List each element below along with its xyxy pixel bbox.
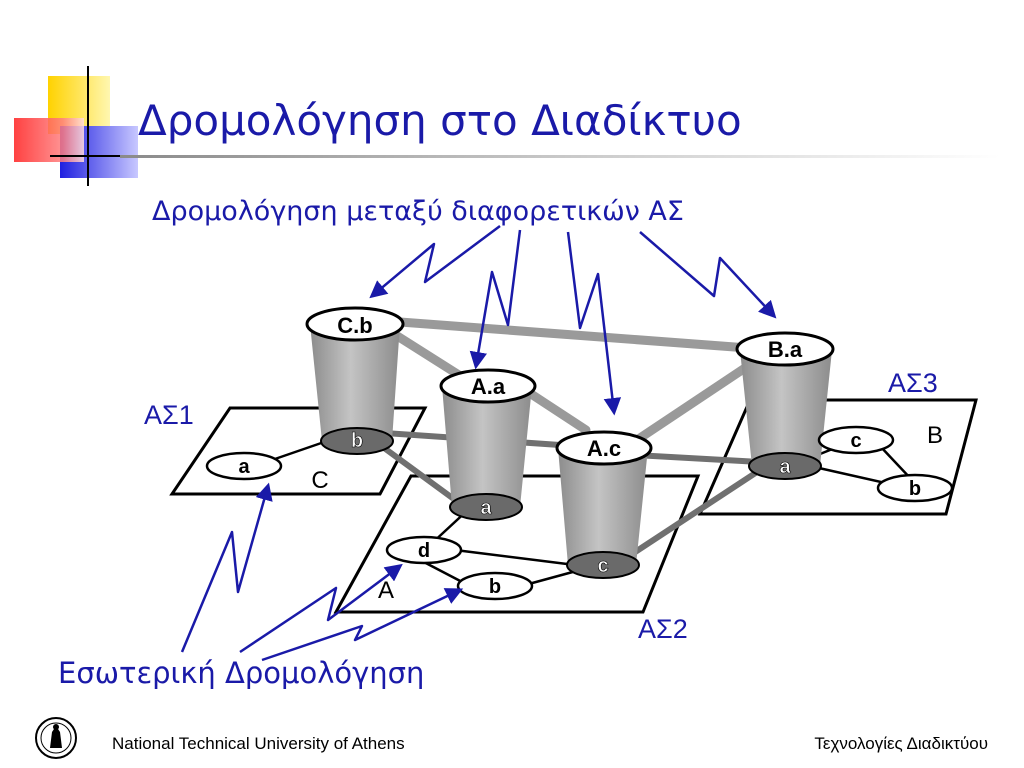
internal-routers (205, 425, 954, 601)
as2-inner-label: A (378, 577, 394, 604)
node-label-as3-c: c (850, 430, 861, 452)
node-label-as3-a: a (779, 456, 791, 478)
node-label-as2-b: b (489, 576, 501, 598)
slide-title: Δρομολόγηση στο Διαδίκτυο (138, 96, 742, 145)
title-underline (120, 155, 1000, 158)
as1-inner-label: C (311, 467, 328, 494)
gateway-label-cb: C.b (337, 313, 372, 338)
node-label-as1-a: a (238, 456, 250, 478)
gateway-router-cb (305, 306, 405, 455)
intra-as-arrows (180, 482, 464, 662)
gateway-label-aa: A.a (471, 374, 506, 399)
footer-university-name: National Technical University of Athens (112, 734, 405, 753)
gateway-router-aa (439, 368, 537, 521)
node-label-as2-d: d (418, 540, 430, 562)
as3-label: ΑΣ3 (888, 368, 938, 398)
footer-course-name: Τεχνολογίες Διαδικτύου (814, 734, 988, 753)
node-label-as1-b: b (351, 430, 363, 452)
inter-as-links (375, 317, 765, 443)
gateway-router-ba (735, 331, 835, 480)
inter-as-arrows (369, 224, 777, 416)
bottom-label-intra-as-routing: Εσωτερική Δρομολόγηση (58, 656, 425, 690)
lower-inter-as-links (367, 429, 763, 565)
corner-decoration (14, 66, 138, 186)
gateway-router-ac (555, 430, 653, 579)
as3-inner-label: B (927, 422, 943, 449)
subtitle-inter-as-routing: Δρομολόγηση μεταξύ διαφορετικών ΑΣ (152, 196, 684, 227)
node-label-as2-a: a (480, 497, 492, 519)
as2-label: ΑΣ2 (638, 614, 688, 644)
as1-label: ΑΣ1 (144, 400, 194, 430)
gateway-label-ba: B.a (768, 337, 803, 362)
node-label-as3-b: b (909, 478, 921, 500)
node-label-as2-c: c (597, 555, 608, 577)
university-seal-icon (35, 717, 77, 759)
gateway-label-ac: A.c (587, 436, 621, 461)
